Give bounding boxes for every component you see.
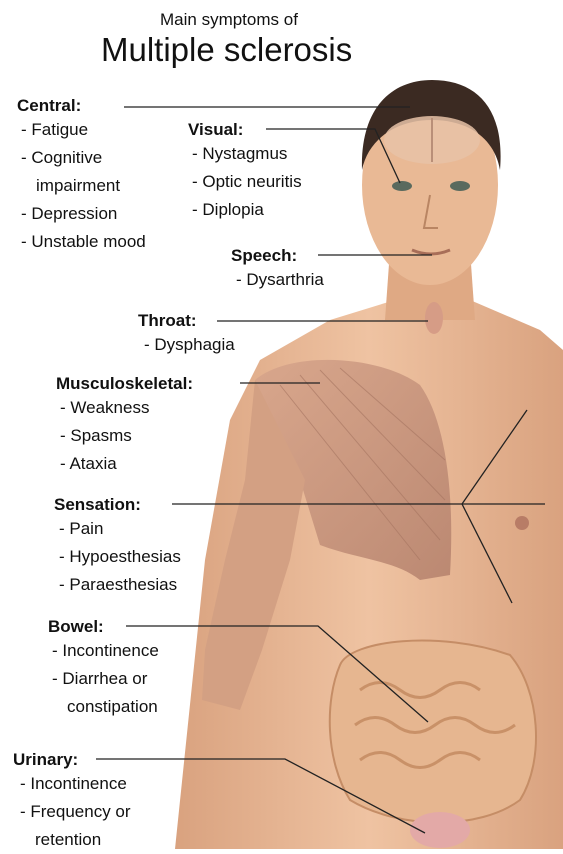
group-throat: Throat: - Dysphagia: [138, 311, 235, 359]
symptom-item: - Unstable mood: [21, 228, 146, 256]
title-line-2: Multiple sclerosis: [101, 31, 352, 69]
group-heading: Central:: [17, 96, 146, 116]
symptom-item: - Incontinence: [52, 637, 159, 665]
group-speech: Speech: - Dysarthria: [231, 246, 324, 294]
symptom-item: - Dysphagia: [144, 331, 235, 359]
group-urinary: Urinary: - Incontinence - Frequency or r…: [13, 750, 131, 854]
throat-overlay: [425, 302, 443, 334]
group-sensation: Sensation: - Pain - Hypoesthesias - Para…: [54, 495, 181, 599]
symptom-item: - Dysarthria: [236, 266, 324, 294]
symptom-item: - Depression: [21, 200, 146, 228]
right-eye: [450, 181, 470, 191]
group-musculoskeletal: Musculoskeletal: - Weakness - Spasms - A…: [56, 374, 193, 478]
symptom-item: - Diplopia: [192, 196, 302, 224]
symptom-item: retention: [35, 826, 131, 854]
symptom-item: - Hypoesthesias: [59, 543, 181, 571]
symptom-item: - Fatigue: [21, 116, 146, 144]
symptom-item: - Spasms: [60, 422, 193, 450]
title-line-1: Main symptoms of: [160, 10, 298, 30]
group-heading: Speech:: [231, 246, 324, 266]
symptom-item: - Weakness: [60, 394, 193, 422]
symptom-item: - Cognitive: [21, 144, 146, 172]
symptom-item: - Incontinence: [20, 770, 131, 798]
symptom-item: - Pain: [59, 515, 181, 543]
group-heading: Urinary:: [13, 750, 131, 770]
symptom-item: - Diarrhea or: [52, 665, 159, 693]
group-heading: Throat:: [138, 311, 235, 331]
group-heading: Musculoskeletal:: [56, 374, 193, 394]
symptom-item: - Optic neuritis: [192, 168, 302, 196]
symptom-item: - Nystagmus: [192, 140, 302, 168]
left-eye: [392, 181, 412, 191]
group-heading: Sensation:: [54, 495, 181, 515]
symptom-item: impairment: [36, 172, 146, 200]
group-central: Central: - Fatigue - Cognitive impairmen…: [17, 96, 146, 256]
symptom-item: - Paraesthesias: [59, 571, 181, 599]
group-heading: Bowel:: [48, 617, 159, 637]
group-bowel: Bowel: - Incontinence - Diarrhea or cons…: [48, 617, 159, 721]
symptom-item: - Ataxia: [60, 450, 193, 478]
nipple: [515, 516, 529, 530]
group-visual: Visual: - Nystagmus - Optic neuritis - D…: [188, 120, 302, 224]
group-heading: Visual:: [188, 120, 302, 140]
symptom-item: constipation: [67, 693, 159, 721]
symptom-item: - Frequency or: [20, 798, 131, 826]
